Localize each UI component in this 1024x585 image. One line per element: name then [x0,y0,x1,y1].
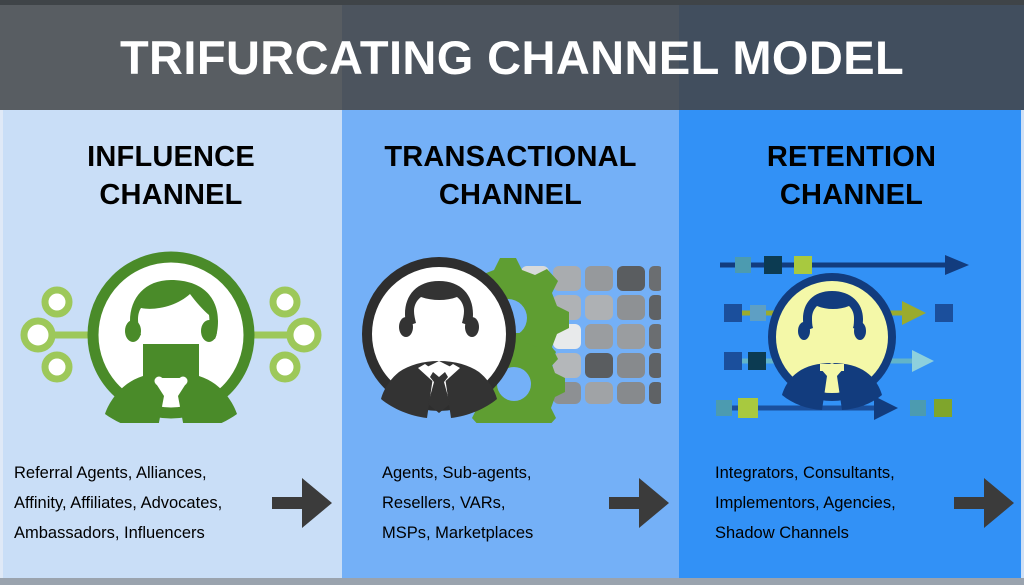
channel-column-influence[interactable]: INFLUENCE CHANNEL [0,110,342,578]
businessman-gears-grid-icon [361,256,661,423]
list-item: Shadow Channels [715,524,849,542]
list-item: Ambassadors, Influencers [14,524,205,542]
right-edge-border [1021,110,1024,578]
influence-footer: Referral Agents, Alliances, Affinity, Af… [0,458,342,548]
channel-heading-line1: TRANSACTIONAL [384,141,637,173]
list-item: Integrators, Consultants, [715,464,895,482]
channel-column-transactional[interactable]: TRANSACTIONAL CHANNEL [342,110,679,578]
influence-items: Referral Agents, Alliances, Affinity, Af… [14,458,270,548]
retention-icon-wrap [679,245,1024,425]
transactional-items: Agents, Sub-agents, Resellers, VARs, MSP… [382,458,607,548]
header-band [0,5,1024,110]
channel-heading-line2: CHANNEL [779,179,924,211]
customer-retention-flow-icon [715,254,969,420]
influencer-network-avatar-icon [20,251,322,423]
bottom-edge-strip [0,578,1024,585]
channel-heading-line2: CHANNEL [438,179,583,211]
right-arrow-icon[interactable] [609,476,671,530]
retention-footer: Integrators, Consultants, Implementors, … [679,458,1024,548]
list-item: MSPs, Marketplaces [382,524,534,542]
right-arrow-icon[interactable] [272,476,334,530]
channel-heading-influence: INFLUENCE CHANNEL [0,138,342,214]
list-item: Resellers, VARs, [382,494,506,512]
page-title: TRIFURCATING CHANNEL MODEL [119,31,905,84]
channel-heading-line1: INFLUENCE [87,141,255,173]
list-item: Affinity, Affiliates, Advocates, [14,494,223,512]
list-item: Agents, Sub-agents, [382,464,532,482]
header-segment-3 [679,5,1024,110]
header-segment-2 [342,5,679,110]
list-item: Implementors, Agencies, [715,494,896,512]
list-item: Referral Agents, Alliances, [14,464,207,482]
channel-heading-retention: RETENTION CHANNEL [679,138,1024,214]
influence-icon-wrap [0,245,342,425]
header-segment-1 [0,5,342,110]
transactional-icon-wrap [342,245,679,425]
channel-heading-transactional: TRANSACTIONAL CHANNEL [342,138,679,214]
right-arrow-icon[interactable] [954,476,1016,530]
retention-items: Integrators, Consultants, Implementors, … [715,458,952,548]
transactional-footer: Agents, Sub-agents, Resellers, VARs, MSP… [342,458,679,548]
top-edge-strip [0,0,1024,5]
channel-heading-line1: RETENTION [766,141,937,173]
channel-columns: INFLUENCE CHANNEL [0,110,1024,578]
channel-heading-line2: CHANNEL [99,179,243,211]
left-edge-border [0,110,3,578]
channel-column-retention[interactable]: RETENTION CHANNEL [679,110,1024,578]
